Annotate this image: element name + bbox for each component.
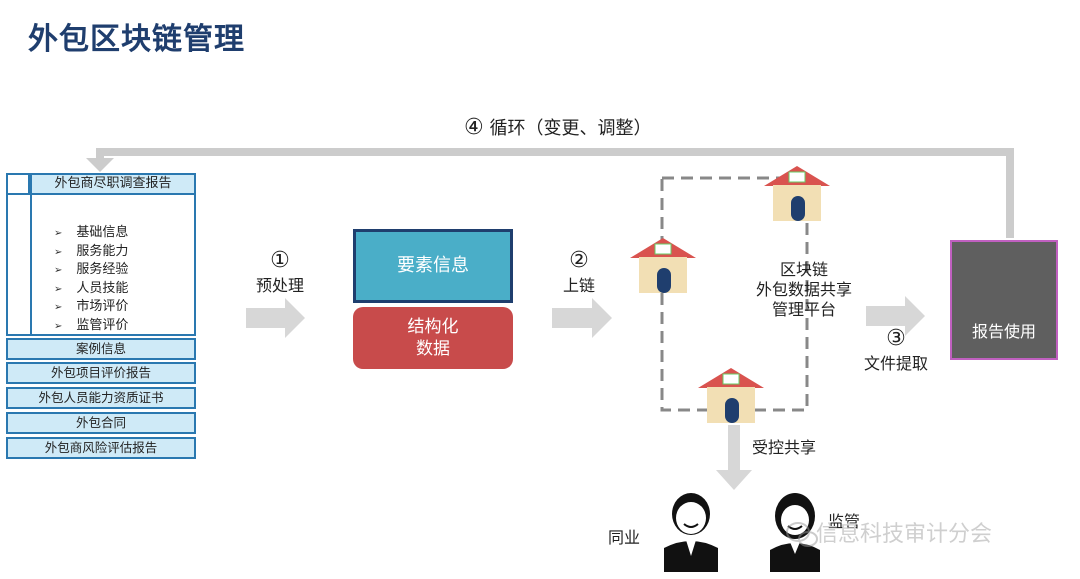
loop-label: ④ 循环（变更、调整） bbox=[464, 114, 651, 140]
report-label: 报告使用 bbox=[971, 322, 1036, 341]
step1-label: ① 预处理 bbox=[256, 250, 304, 296]
step2-label: ② 上链 bbox=[563, 250, 595, 296]
loop-arrow bbox=[86, 148, 1014, 238]
step1-text: 预处理 bbox=[256, 276, 305, 295]
report-usage-box bbox=[950, 240, 1058, 360]
step2-number: ② bbox=[569, 248, 589, 273]
bullet-item: 基础信息 bbox=[54, 224, 128, 243]
peer-person-icon bbox=[664, 493, 718, 572]
stack-item-contract: 外包合同 bbox=[6, 412, 196, 434]
stack-item-qualification-certificate: 外包人员能力资质证书 bbox=[6, 387, 196, 409]
structured-line2: 数据 bbox=[416, 339, 450, 359]
watermark-text: 信息科技审计分会 bbox=[816, 522, 993, 547]
elements-info-box: 要素信息 bbox=[353, 229, 513, 303]
structured-line1: 结构化 bbox=[407, 317, 459, 337]
bullet-item: 人员技能 bbox=[54, 280, 128, 299]
platform-boundary bbox=[660, 176, 809, 412]
step3-text: 文件提取 bbox=[864, 354, 929, 373]
stack-item-risk-report: 外包商风险评估报告 bbox=[6, 437, 196, 459]
doc-header: 外包商尽职调查报告 bbox=[30, 173, 196, 195]
bullet-item: 服务经验 bbox=[54, 261, 128, 280]
house-icon bbox=[698, 368, 764, 423]
step3-number: ③ bbox=[886, 326, 906, 351]
platform-line3: 管理平台 bbox=[771, 300, 836, 319]
wechat-icon bbox=[786, 522, 818, 547]
loop-text: 循环（变更、调整） bbox=[489, 118, 652, 139]
platform-line2: 外包数据共享 bbox=[756, 280, 853, 299]
bullet-item: 市场评价 bbox=[54, 298, 128, 317]
doc-bullet-list: 基础信息 服务能力 服务经验 人员技能 市场评价 监管评价 bbox=[54, 224, 128, 335]
stack-item-case-info: 案例信息 bbox=[6, 338, 196, 360]
page-title: 外包区块链管理 bbox=[28, 22, 245, 57]
bullet-item: 服务能力 bbox=[54, 243, 128, 262]
house-icon bbox=[630, 238, 696, 293]
doc-margin-line bbox=[30, 195, 32, 336]
controlled-share-label: 受控共享 bbox=[752, 438, 817, 457]
loop-number: ④ bbox=[464, 115, 484, 140]
arrow-extract bbox=[866, 296, 925, 336]
peer-label: 同业 bbox=[608, 528, 641, 547]
arrow-preprocess bbox=[246, 298, 305, 338]
platform-label: 区块链 外包数据共享 管理平台 bbox=[756, 260, 852, 320]
step3-label: ③ 文件提取 bbox=[864, 328, 928, 374]
platform-line1: 区块链 bbox=[779, 260, 828, 279]
step2-text: 上链 bbox=[563, 276, 596, 295]
arrow-controlled-share bbox=[716, 425, 752, 490]
structured-data-box: 结构化 数据 bbox=[353, 307, 513, 369]
due-diligence-report-doc bbox=[6, 173, 196, 336]
regulator-label: 监管 bbox=[828, 512, 861, 531]
house-icon bbox=[764, 166, 830, 221]
stack-item-project-evaluation: 外包项目评价报告 bbox=[6, 362, 196, 384]
doc-tab bbox=[6, 173, 30, 195]
bullet-item: 监管评价 bbox=[54, 317, 128, 336]
step1-number: ① bbox=[270, 248, 290, 273]
arrow-onchain bbox=[552, 298, 612, 338]
